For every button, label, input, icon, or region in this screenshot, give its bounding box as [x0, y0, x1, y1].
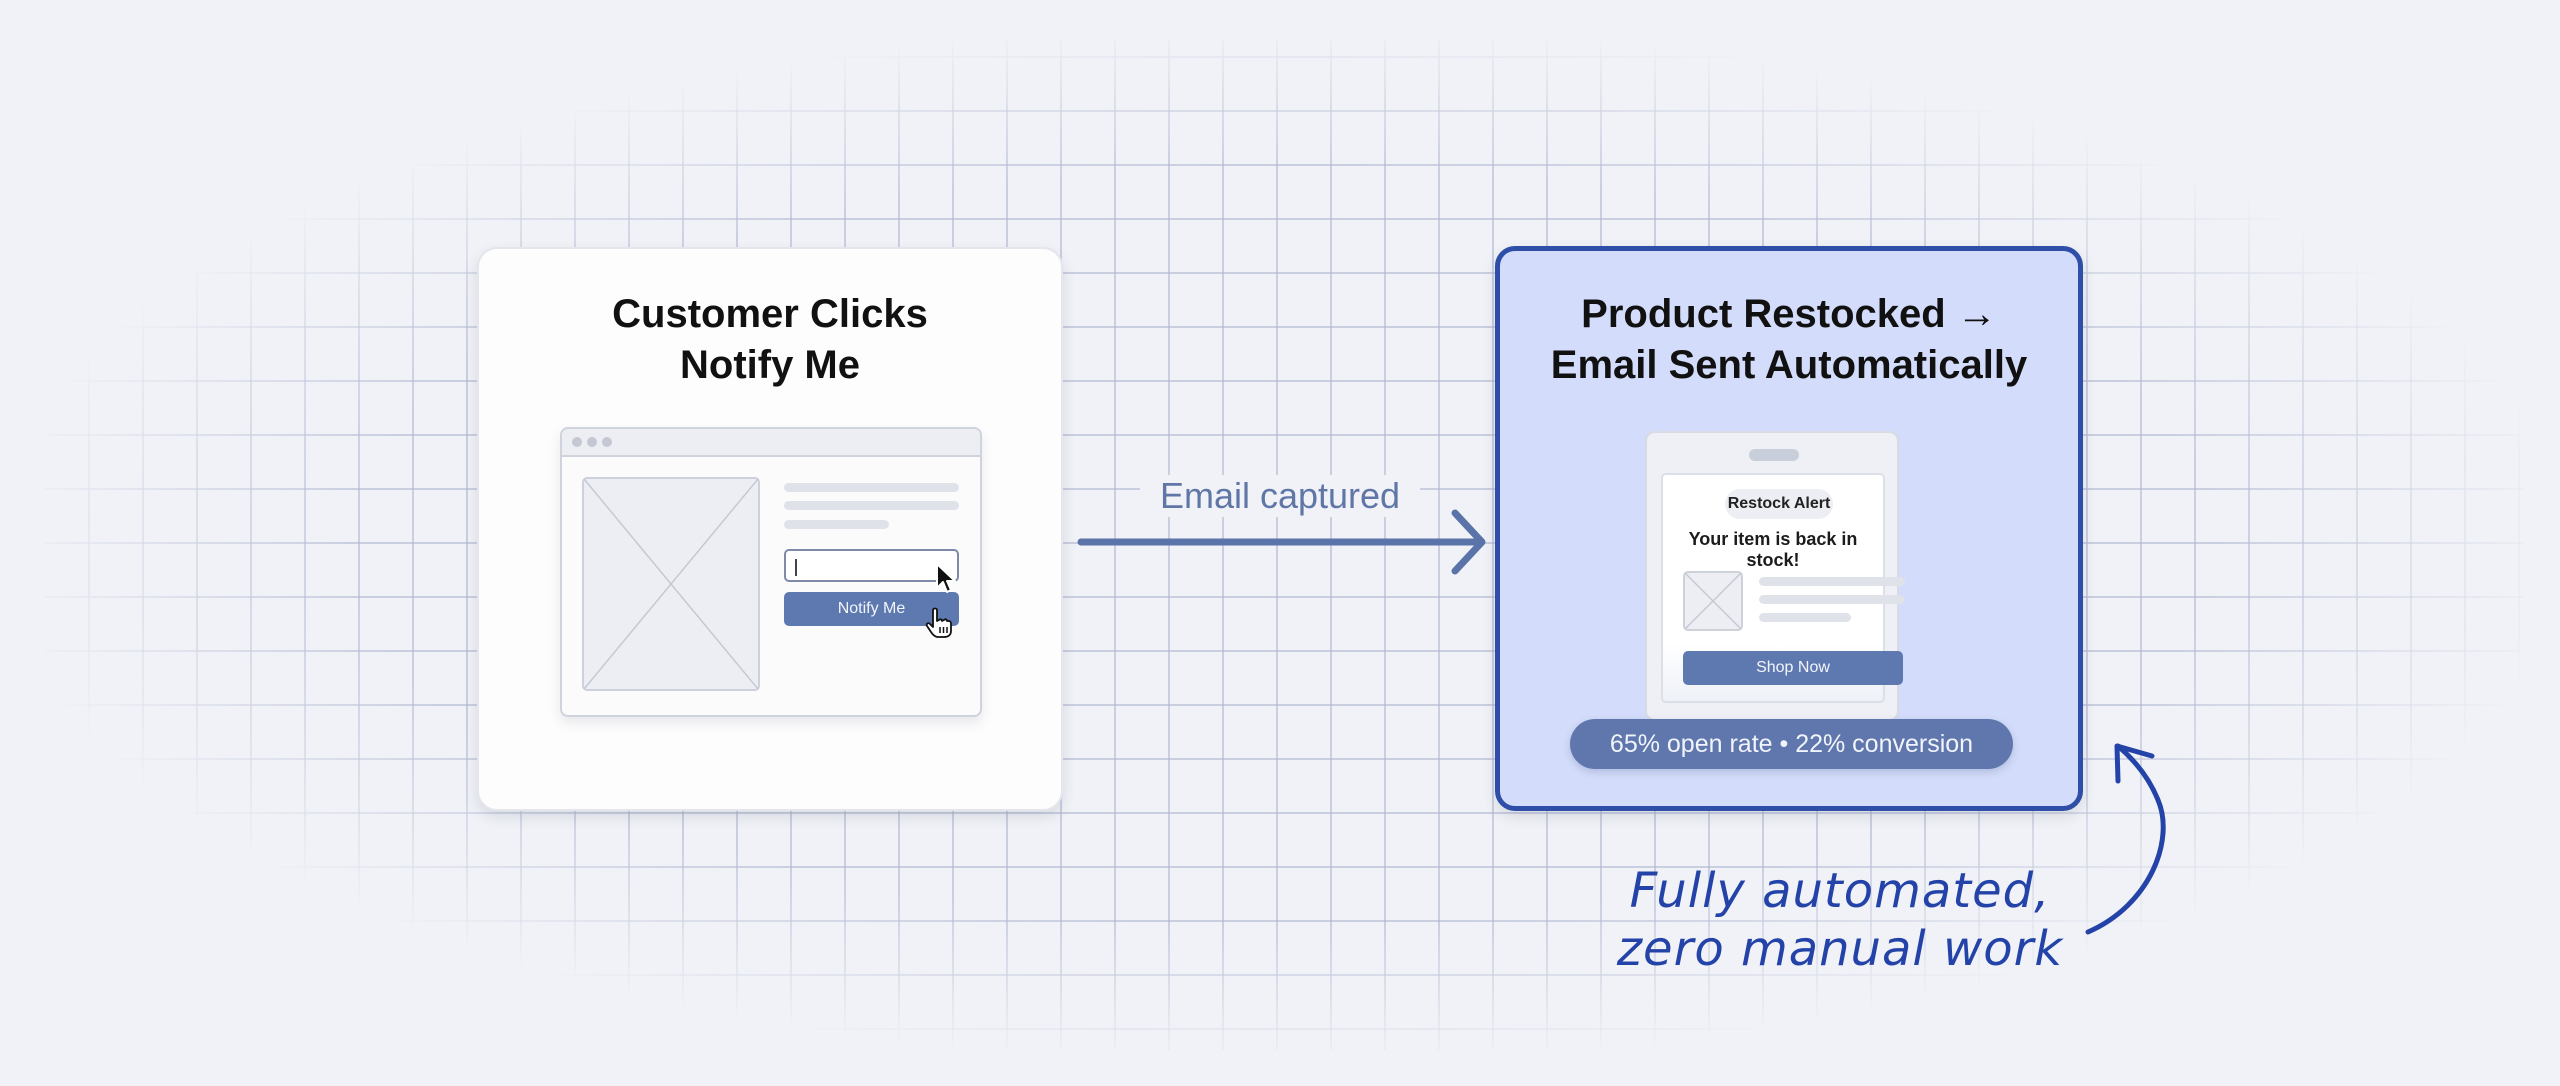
email-headline: Your item is back in stock! [1688, 529, 1858, 570]
text-skeleton-line [1759, 577, 1905, 586]
window-dot-icon [572, 437, 582, 447]
window-dot-icon [587, 437, 597, 447]
window-dot-icon [602, 437, 612, 447]
text-skeleton-line [784, 520, 889, 529]
stats-pill: 65% open rate • 22% conversion [1570, 719, 2013, 769]
curved-arrow-icon [2085, 743, 2166, 935]
email-preview: Restock Alert Your item is back in stock… [1661, 473, 1905, 703]
browser-mockup: Notify Me [560, 427, 982, 717]
shop-now-button[interactable]: Shop Now [1683, 651, 1903, 685]
text-skeleton-line [784, 483, 959, 492]
text-caret [795, 559, 797, 576]
automation-annotation: Fully automated, zero manual work [1616, 863, 2064, 977]
step1-title: Customer Clicks Notify Me [612, 292, 928, 387]
right-arrow-icon [1077, 509, 1486, 575]
browser-titlebar [562, 429, 980, 457]
notify-me-button[interactable]: Notify Me [784, 592, 959, 626]
connector-label: Email captured [1140, 475, 1420, 517]
step-email-sent-card: Product Restocked → Email Sent Automatic… [1495, 246, 2083, 811]
text-skeleton-line [1759, 613, 1851, 622]
product-thumbnail-placeholder-icon [1683, 571, 1743, 631]
phone-speaker [1749, 449, 1799, 461]
phone-mockup: Restock Alert Your item is back in stock… [1645, 431, 1905, 721]
hand-pointer-cursor-icon [925, 607, 952, 638]
step-customer-clicks-card: Customer Clicks Notify Me Notify Me [477, 247, 1063, 811]
product-image-placeholder-icon [582, 477, 760, 691]
text-skeleton-line [784, 501, 959, 510]
email-input[interactable] [784, 549, 959, 582]
arrow-cursor-icon [936, 563, 956, 593]
restock-alert-badge: Restock Alert [1725, 489, 1833, 519]
step2-title: Product Restocked → Email Sent Automatic… [1550, 292, 2028, 387]
text-skeleton-line [1759, 595, 1905, 604]
